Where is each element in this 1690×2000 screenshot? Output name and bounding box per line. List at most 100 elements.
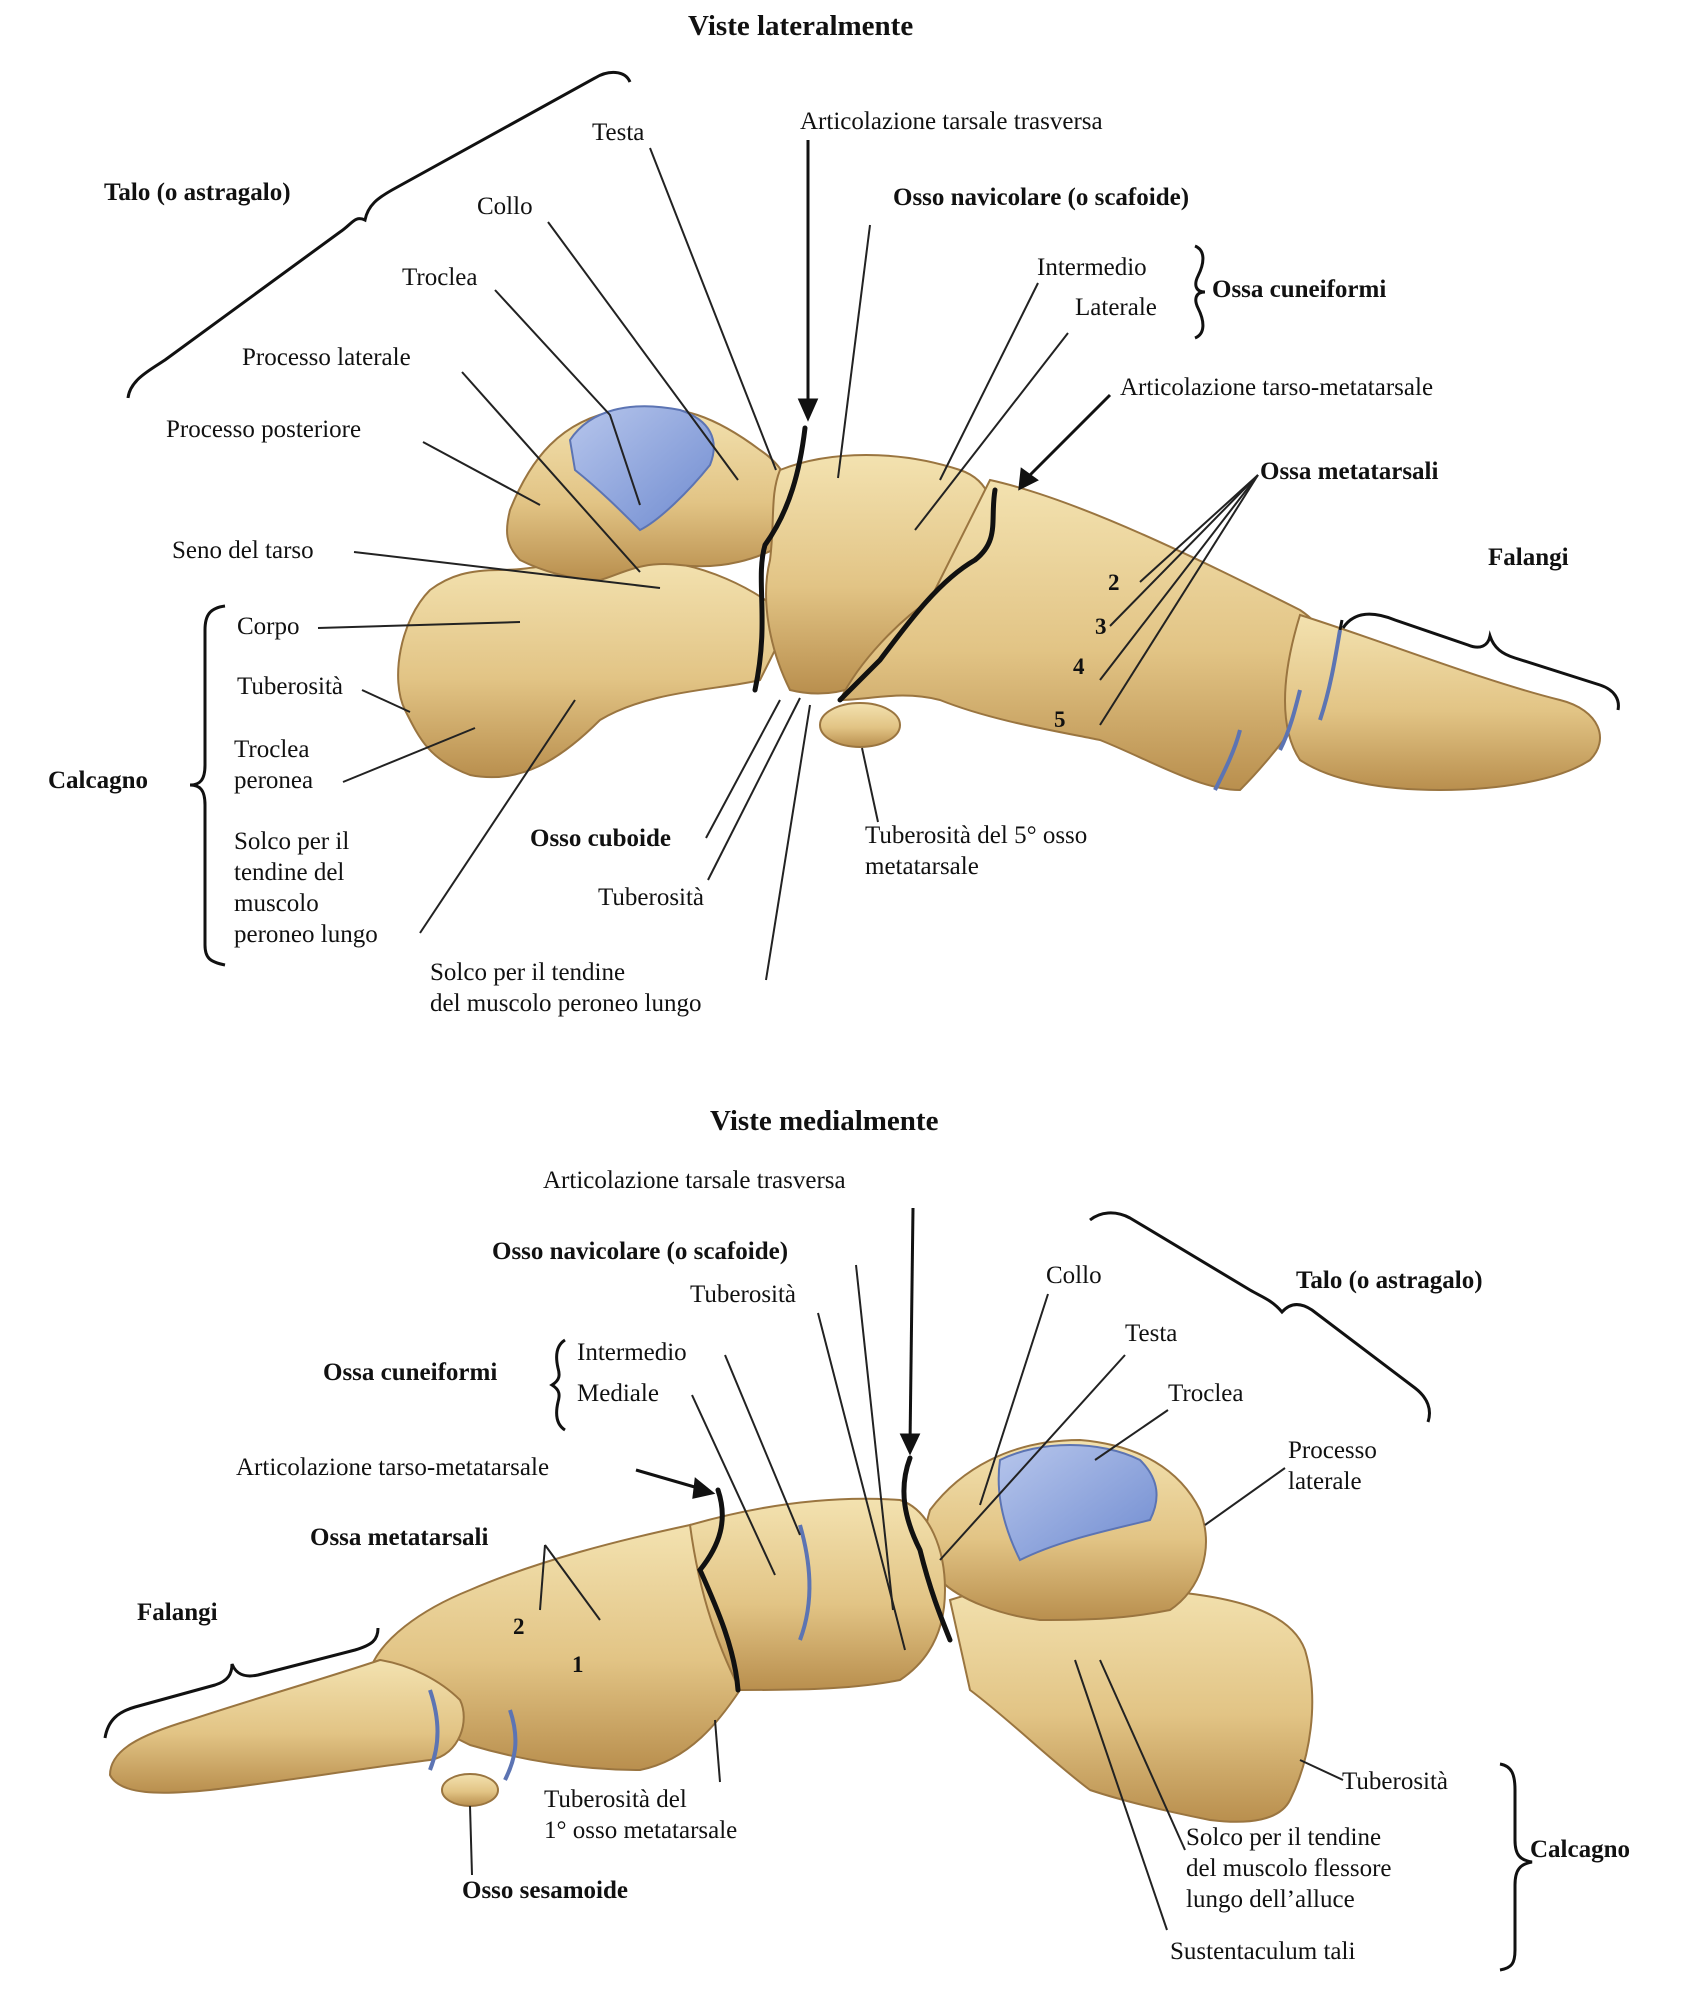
label-calcagno-medial: Calcagno xyxy=(1530,1836,1630,1863)
label-testa-medial: Testa xyxy=(1125,1320,1178,1347)
leader-solco-calc xyxy=(419,699,576,934)
label-troclea-peronea: Troclea peronea xyxy=(234,736,314,794)
lateral-view-title: Viste lateralmente xyxy=(688,10,914,42)
leader-seno-tarso xyxy=(353,551,661,589)
leader-collo xyxy=(547,221,739,481)
leader-mediale-m xyxy=(691,1394,776,1576)
leader-metatarsali-3 xyxy=(1109,474,1259,627)
label-talo-lateral: Talo (o astragalo) xyxy=(104,179,291,206)
medial-joint-lines xyxy=(697,1455,953,1693)
leader-troclea-m xyxy=(1094,1409,1169,1461)
label-falangi-lateral: Falangi xyxy=(1488,544,1569,571)
label-corpo: Corpo xyxy=(237,613,300,640)
label-processo-laterale-medial: Processo laterale xyxy=(1288,1437,1377,1495)
leader-tuberosita-nav xyxy=(817,1312,906,1651)
medial-talus-trochlea xyxy=(997,1444,1158,1562)
label-troclea-lateral: Troclea xyxy=(402,264,478,291)
label-solco-flessore: Solco per il tendine del muscolo flessor… xyxy=(1186,1824,1392,1913)
medial-leaders xyxy=(469,1264,1344,1931)
label-processo-posteriore: Processo posteriore xyxy=(166,416,362,443)
label-seno-tarso: Seno del tarso xyxy=(172,537,314,564)
label-art-tarsale-trasversa-lateral: Articolazione tarsale trasversa xyxy=(800,108,1103,135)
brace-cuneiformi-medial xyxy=(549,1338,566,1432)
label-ossa-cuneiformi-lateral: Ossa cuneiformi xyxy=(1212,276,1387,303)
label-navicolare-lateral: Osso navicolare (o scafoide) xyxy=(893,184,1190,211)
label-art-tarso-metatarsale-lateral: Articolazione tarso-metatarsale xyxy=(1120,374,1434,401)
brace-talo-medial xyxy=(1089,1211,1431,1423)
label-art-tarso-metatarsale-medial: Articolazione tarso-metatarsale xyxy=(236,1454,550,1481)
leader-tuberosita-calc-m xyxy=(1299,1759,1344,1781)
leader-testa xyxy=(649,147,777,471)
label-tuberosita-5-metatarsale: Tuberosità del 5° osso metatarsale xyxy=(865,822,1088,880)
lateral-joint-lines xyxy=(752,425,998,703)
lateral-arrows xyxy=(797,140,1112,491)
label-tuberosita-calcagno-lateral: Tuberosità xyxy=(237,673,344,700)
label-falangi-medial: Falangi xyxy=(137,1599,218,1626)
label-intermedio-lateral: Intermedio xyxy=(1037,254,1147,281)
leader-sustentaculum xyxy=(1074,1659,1168,1931)
medial-braces xyxy=(103,1211,1533,1972)
label-osso-sesamoide: Osso sesamoide xyxy=(462,1877,628,1904)
leader-corpo xyxy=(317,621,521,629)
lateral-tarsometatarsal-joint-line xyxy=(837,487,998,703)
lateral-foot xyxy=(397,405,1601,792)
leader-troclea xyxy=(494,289,641,506)
leader-sesamoide xyxy=(469,1805,473,1876)
leader-solco-flessore xyxy=(1099,1659,1186,1851)
lateral-transverse-tarsal-joint-line xyxy=(752,425,808,693)
leader-tuberosita-5 xyxy=(861,747,879,823)
label-solco-cuboide: Solco per il tendine del muscolo peroneo… xyxy=(430,959,702,1017)
label-processo-laterale-lateral: Processo laterale xyxy=(242,344,411,371)
lateral-talus-trochlea xyxy=(568,405,715,532)
medial-view-title: Viste medialmente xyxy=(710,1105,939,1137)
label-art-tarsale-trasversa-medial: Articolazione tarsale trasversa xyxy=(543,1167,846,1194)
leader-intermedio xyxy=(939,282,1039,481)
label-navicolare-medial: Osso navicolare (o scafoide) xyxy=(492,1238,789,1265)
leader-solco-cub xyxy=(765,704,811,981)
medial-arrows xyxy=(635,1207,921,1499)
leader-tuberosita-cub xyxy=(707,697,801,881)
label-osso-cuboide: Osso cuboide xyxy=(530,825,672,852)
leader-intermedio-m xyxy=(724,1354,801,1536)
number-metatarsal-1-medial: 1 xyxy=(572,1652,584,1677)
medial-cartilage-lines xyxy=(428,1524,812,1781)
leader-navicolare xyxy=(837,224,871,479)
label-intermedio-medial: Intermedio xyxy=(577,1339,687,1366)
lateral-5th-tuberosity xyxy=(819,702,901,748)
medial-calcaneus xyxy=(948,1582,1314,1823)
leader-tuberosita-calc xyxy=(361,689,411,713)
label-talo-medial: Talo (o astragalo) xyxy=(1296,1267,1483,1294)
leader-collo-m xyxy=(979,1293,1049,1506)
label-laterale-lateral: Laterale xyxy=(1075,294,1157,321)
number-metatarsal-2-lateral: 2 xyxy=(1108,570,1120,595)
brace-calcagno-medial xyxy=(1499,1762,1533,1972)
label-tuberosita-1-metatarsale: Tuberosità del 1° osso metatarsale xyxy=(544,1786,738,1844)
medial-transverse-tarsal-joint-line xyxy=(901,1455,953,1643)
label-solco-calcagno: Solco per il tendine del muscolo peroneo… xyxy=(234,828,378,948)
label-ossa-metatarsali-medial: Ossa metatarsali xyxy=(310,1524,489,1551)
number-metatarsal-4-lateral: 4 xyxy=(1073,654,1085,679)
leader-ossa-metatarsali-m2 xyxy=(539,1544,546,1611)
leader-metatarsali-5 xyxy=(1099,474,1259,726)
brace-falangi-medial xyxy=(103,1627,380,1739)
leader-osso-cuboide xyxy=(705,699,781,839)
label-troclea-medial: Troclea xyxy=(1168,1380,1244,1407)
leader-ossa-metatarsali-m xyxy=(544,1544,601,1621)
leader-processo-laterale-m xyxy=(1204,1467,1286,1526)
leader-metatarsali-2 xyxy=(1139,474,1259,583)
leader-navicolare-m xyxy=(855,1264,894,1611)
medial-sesamoid xyxy=(441,1773,499,1807)
medial-tarsometatarsal-joint-line xyxy=(697,1487,741,1693)
label-testa-lateral: Testa xyxy=(592,119,645,146)
lateral-calcaneus xyxy=(397,558,792,779)
number-metatarsal-5-lateral: 5 xyxy=(1054,707,1066,732)
brace-falangi-lateral xyxy=(1341,612,1620,711)
brace-calcagno-lateral xyxy=(189,604,226,967)
medial-phalanges xyxy=(108,1658,465,1794)
label-sustentaculum-tali: Sustentaculum tali xyxy=(1170,1938,1356,1965)
leader-laterale xyxy=(914,332,1069,531)
lateral-braces xyxy=(126,71,1620,967)
label-tuberosita-navicolare: Tuberosità xyxy=(690,1281,797,1308)
leader-metatarsali-4 xyxy=(1099,474,1259,681)
